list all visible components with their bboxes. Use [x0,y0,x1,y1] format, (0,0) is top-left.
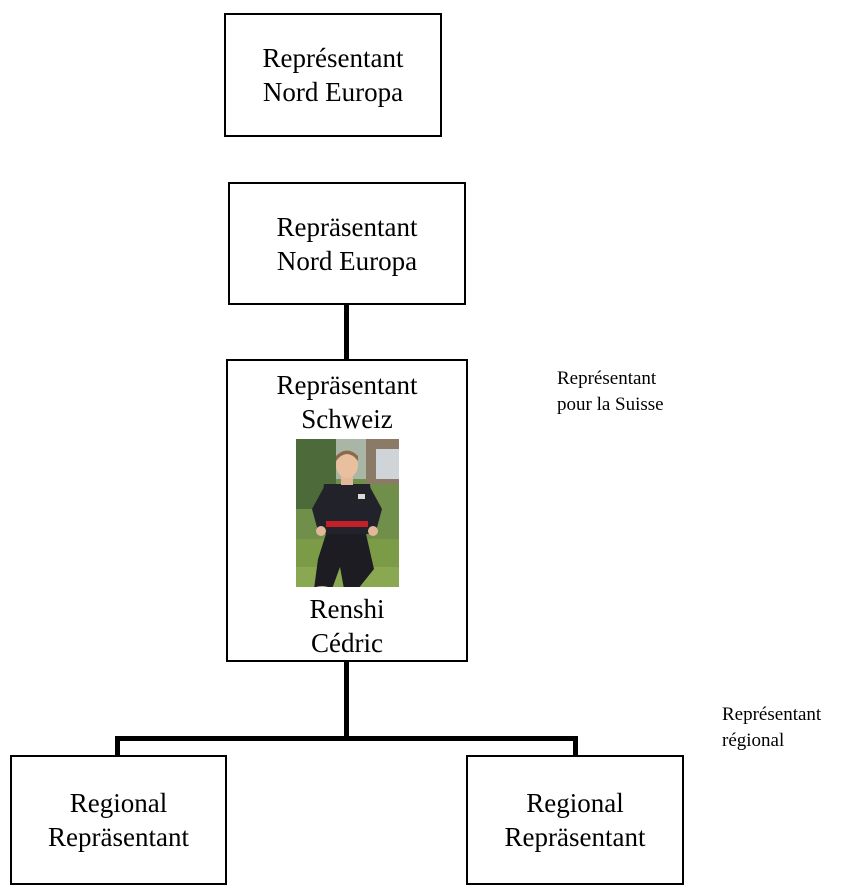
person-portrait-photo [295,439,399,587]
box-label-line1: Repräsentant [276,211,418,242]
connector-left-drop [115,736,120,755]
box-regional-reprasentant-right: Regional Repräsentant [466,755,684,885]
box-label-line2: Repräsentant [48,822,189,852]
connector-right-drop [573,736,578,755]
connector-schweiz-down [344,662,349,738]
box-label-line1: Regional [69,788,168,818]
note-line1: Représentant [722,704,822,725]
box-representant-nord-europa-fr: Représentant Nord Europa [224,13,442,137]
person-name-line1: Renshi [309,594,385,624]
note-line2: régional [722,730,785,751]
box-reprasentant-schweiz: Repräsentant Schweiz [226,359,468,662]
box-label-line1: Repräsentant [276,370,418,400]
box-label-line2: Repräsentant [504,822,646,852]
note-line2: pour la Suisse [557,394,664,415]
box-regional-reprasentant-left: Regional Repräsentant [10,755,227,885]
person-name-line2: Cédric [311,628,383,658]
note-representant-suisse: Représentant pour la Suisse [557,366,664,418]
connector-horizontal [115,736,578,741]
box-label-line1: Regional [526,788,624,818]
note-line1: Représentant [557,368,657,389]
box-label-line2: Nord Europa [262,77,404,107]
box-label-line2: Schweiz [301,404,393,434]
note-representant-regional: Représentant régional [722,702,821,754]
box-reprasentant-nord-europa: Repräsentant Nord Europa [228,182,466,305]
box-label-line1: Représentant [262,43,404,73]
box-label-line2: Nord Europa [276,245,418,276]
connector-nord-to-schweiz [344,305,349,359]
